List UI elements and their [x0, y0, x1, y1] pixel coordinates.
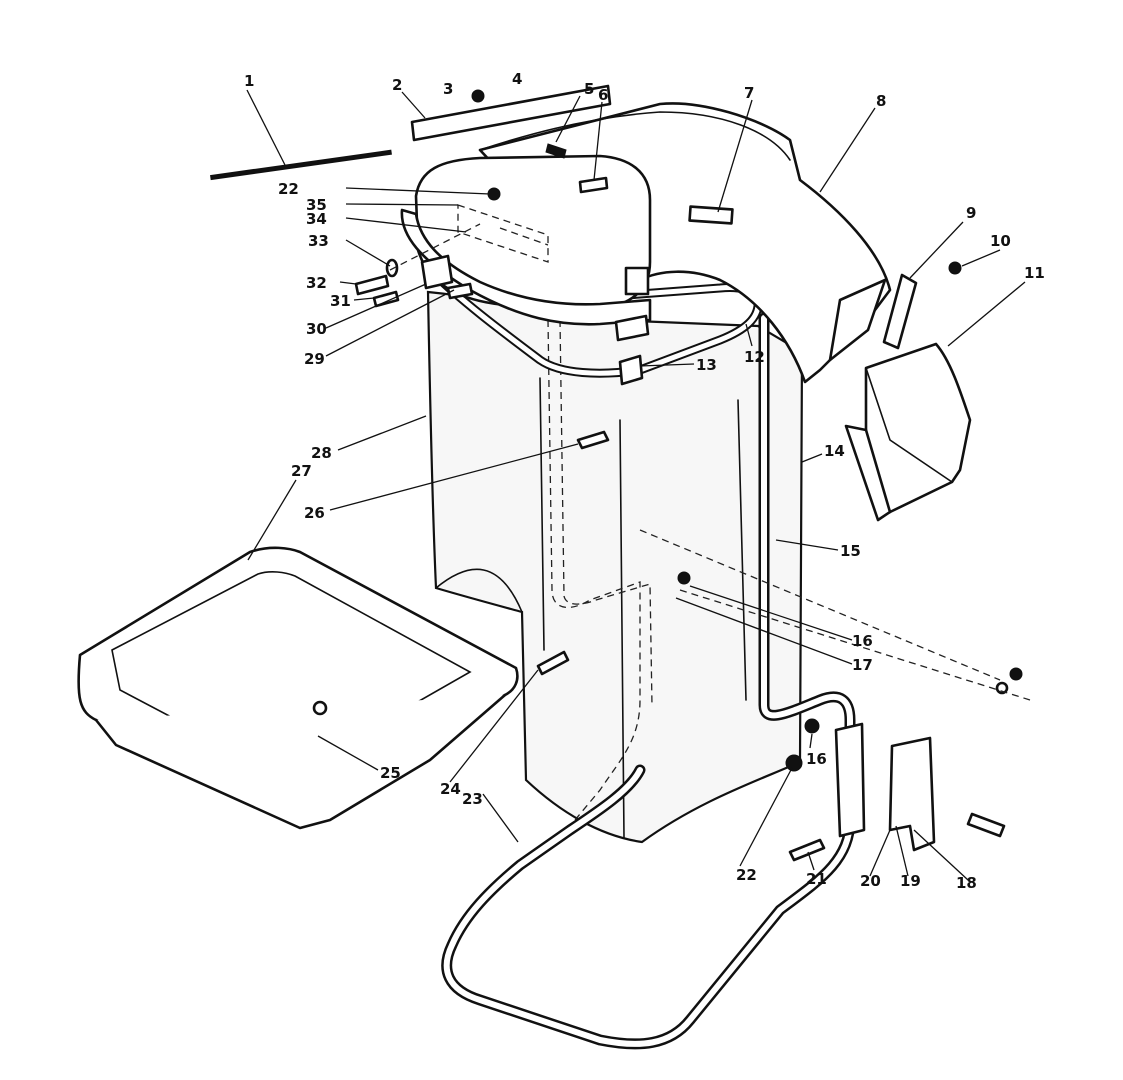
nut-22-bottom — [785, 754, 803, 772]
callout-labels: 1 2 3 4 5 6 7 8 9 10 11 12 13 14 15 16 1… — [244, 70, 1045, 892]
callout-9: 9 — [966, 204, 976, 222]
explode-axis-1 — [639, 529, 1001, 681]
bag-frame-tube-inner — [443, 315, 853, 1047]
mounting-plate-34 — [457, 204, 549, 263]
nut-16 — [804, 718, 820, 734]
callout-12: 12 — [744, 348, 765, 366]
callout-5: 5 — [584, 80, 594, 98]
bolt-32 — [354, 274, 390, 296]
callout-1: 1 — [244, 72, 254, 90]
callout-6: 6 — [598, 86, 608, 104]
callout-10: 10 — [990, 232, 1011, 250]
callout-8: 8 — [876, 92, 886, 110]
callout-16a: 16 — [852, 632, 873, 650]
callout-17: 17 — [852, 656, 873, 674]
callout-11: 11 — [1024, 264, 1045, 282]
callout-13: 13 — [696, 356, 717, 374]
callout-22a: 22 — [278, 180, 299, 198]
callout-24: 24 — [440, 780, 461, 798]
rod — [210, 149, 392, 181]
bracket-29 — [420, 254, 454, 290]
callout-22b: 22 — [736, 866, 757, 884]
deflector-fold — [865, 367, 953, 483]
tray-latch — [312, 700, 328, 716]
hidden-frame-tube — [547, 319, 641, 821]
callout-26: 26 — [304, 504, 325, 522]
callout-19: 19 — [900, 872, 921, 890]
washer-33 — [385, 258, 399, 278]
mounting-plate-35 — [499, 227, 549, 246]
clip-13 — [618, 354, 644, 386]
callout-23: 23 — [462, 790, 483, 808]
deflector-lip — [844, 424, 892, 522]
bolt-16-bag — [677, 571, 691, 585]
callout-33: 33 — [308, 232, 329, 250]
callout-25: 25 — [380, 764, 401, 782]
bolt-24 — [536, 650, 570, 676]
callout-28: 28 — [311, 444, 332, 462]
bolt-18 — [966, 812, 1006, 838]
callout-4: 4 — [512, 70, 522, 88]
callout-32: 32 — [306, 274, 327, 292]
pin-26 — [576, 430, 610, 450]
callout-2: 2 — [392, 76, 402, 94]
callout-14: 14 — [824, 442, 845, 460]
callout-21: 21 — [806, 870, 827, 888]
callout-3: 3 — [443, 80, 453, 98]
hidden-frame-tube-2 — [559, 319, 653, 707]
callout-31: 31 — [330, 292, 351, 310]
chute-decal — [688, 205, 734, 225]
callout-29: 29 — [304, 350, 325, 368]
callout-7: 7 — [744, 84, 754, 102]
hinge-strip — [410, 84, 612, 142]
callout-30: 30 — [306, 320, 327, 338]
callout-16b: 16 — [806, 750, 827, 768]
callout-18: 18 — [956, 874, 977, 892]
callout-34: 34 — [306, 210, 327, 228]
explode-axis-2 — [679, 589, 1031, 701]
chute-mouth — [828, 278, 887, 362]
callout-27: 27 — [291, 462, 312, 480]
washer-17 — [995, 681, 1009, 695]
bolt-31 — [372, 290, 400, 308]
bag-side-panel — [539, 377, 747, 839]
bolt-21 — [788, 838, 826, 862]
bag-fold — [435, 568, 523, 613]
blower-housing — [414, 154, 652, 310]
leader-lines — [246, 89, 1026, 881]
frame-bracket — [834, 722, 866, 838]
clip-12 — [614, 314, 650, 342]
pin-6 — [578, 176, 609, 194]
chute-top-edge — [479, 111, 791, 161]
callout-35: 35 — [306, 196, 327, 214]
callout-20: 20 — [860, 872, 881, 890]
nut-16-right — [1009, 667, 1023, 681]
nut-10 — [948, 261, 962, 275]
hinge-strap — [882, 273, 918, 350]
callout-15: 15 — [840, 542, 861, 560]
tray-base — [94, 693, 507, 830]
hinge-bracket — [888, 736, 936, 852]
pin-30 — [446, 282, 474, 300]
screw-5 — [545, 143, 567, 159]
housing-window — [624, 266, 650, 296]
